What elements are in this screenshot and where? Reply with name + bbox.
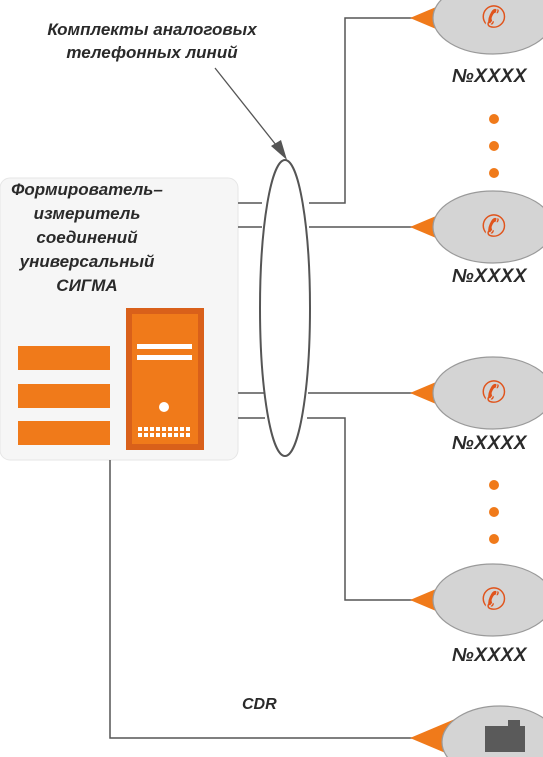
line-bundle [259, 159, 311, 457]
line-kits-label: Комплекты аналоговых телефонных линий [12, 18, 292, 64]
line-kits-label-line: телефонных линий [66, 43, 238, 62]
vent-slot [150, 433, 154, 437]
phone-node: ✆ [410, 0, 543, 55]
vent-slot [150, 427, 154, 431]
phone-icon: ✆ [481, 210, 506, 245]
vent-slot [174, 427, 178, 431]
line-card-bar [18, 421, 110, 445]
ellipsis-dot [489, 168, 499, 178]
phone-number-label: №XXXX [452, 266, 527, 287]
phone-number-label: №XXXX [452, 433, 527, 454]
phone-icon: ✆ [481, 583, 506, 618]
vent-slot [186, 427, 190, 431]
phone-icon: ✆ [481, 376, 506, 411]
phone-node: ✆ [410, 190, 543, 264]
device-label-line: измеритель [33, 204, 141, 223]
vent-slot [138, 433, 142, 437]
line-card-bar [18, 384, 110, 408]
ellipsis-dot [489, 534, 499, 544]
vent-slot [162, 433, 166, 437]
vent-slot [168, 433, 172, 437]
cdr-label: CDR [242, 696, 277, 713]
device-label-line: СИГМА [56, 276, 118, 295]
vent-slot [186, 433, 190, 437]
phone-number-label: №XXXX [452, 645, 527, 666]
phone-icon: ✆ [481, 1, 506, 36]
vent-slot [156, 427, 160, 431]
device-label: Формирователь– измеритель соединений уни… [0, 178, 182, 298]
vent-slot [156, 433, 160, 437]
ellipsis-dot [489, 480, 499, 490]
vent-slot [162, 427, 166, 431]
phone-node: ✆ [410, 563, 543, 637]
phone-node: ✆ [410, 356, 543, 430]
server-tower-icon [126, 308, 204, 450]
vent-slot [138, 427, 142, 431]
device-label-line: универсальный [19, 252, 155, 271]
line-card-bar [18, 346, 110, 370]
ellipsis-dot [489, 114, 499, 124]
ellipsis-dot [489, 141, 499, 151]
phone-number-label: №XXXX [452, 66, 527, 87]
recorder-node [410, 705, 543, 757]
pointer-arrowhead [271, 140, 287, 160]
vent-slot [144, 433, 148, 437]
ellipsis-dot [489, 507, 499, 517]
device-label-line: соединений [36, 228, 138, 247]
vent-slot [180, 427, 184, 431]
vent-slot [174, 433, 178, 437]
vent-slot [144, 427, 148, 431]
device-label-line: Формирователь– [11, 180, 163, 199]
vent-slot [168, 427, 172, 431]
line-kits-label-line: Комплекты аналоговых [47, 20, 257, 39]
recorder-icon [485, 720, 525, 752]
vent-slot [180, 433, 184, 437]
